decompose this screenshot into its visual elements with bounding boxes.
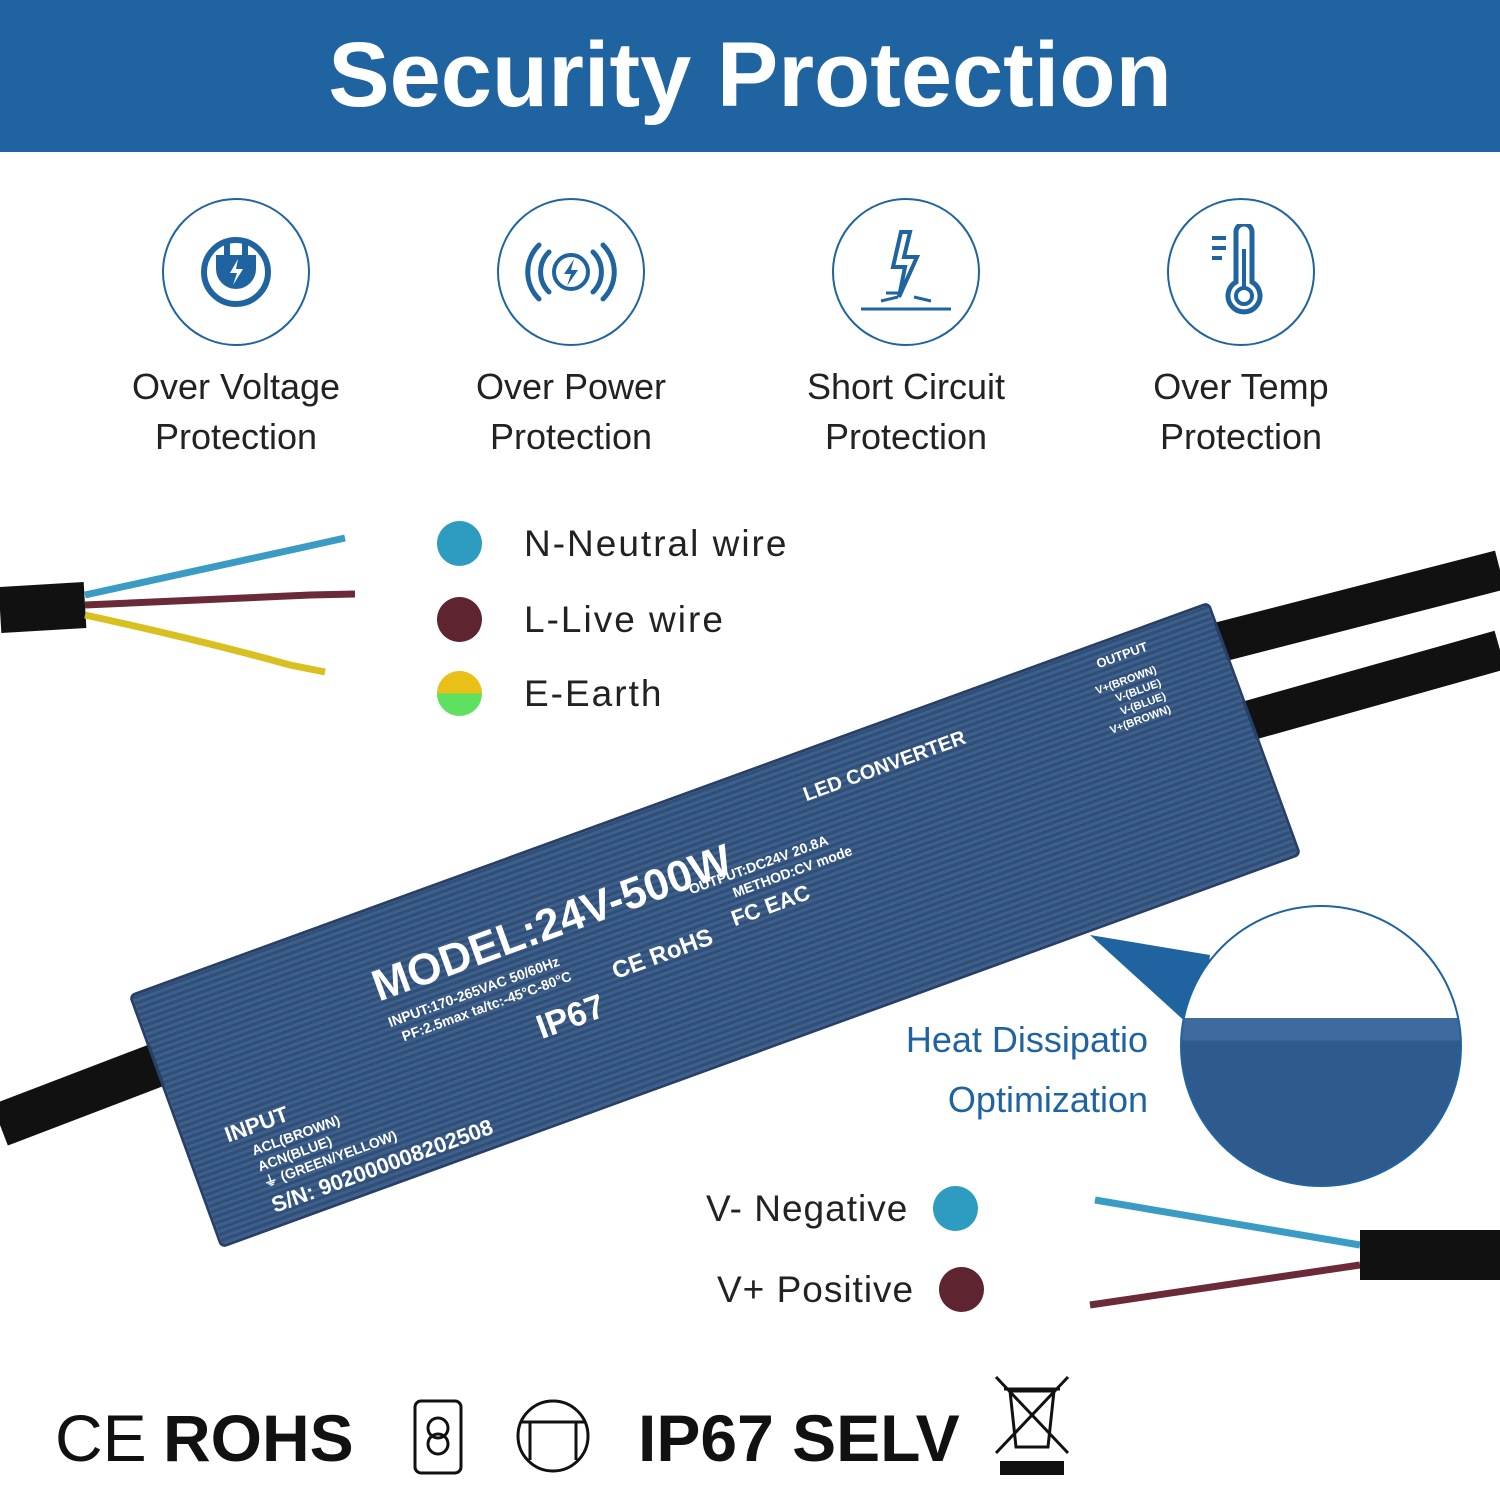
earth-dot bbox=[437, 671, 482, 716]
ip67-selv-mark: IP67 SELV bbox=[638, 1401, 960, 1475]
power-wave-icon bbox=[497, 198, 645, 346]
feature-label: Protection bbox=[489, 416, 653, 457]
feature-label: Over Voltage bbox=[131, 366, 341, 407]
thermometer-icon bbox=[1167, 198, 1315, 346]
negative-dot bbox=[933, 1186, 979, 1231]
feature-label: Protection bbox=[154, 416, 318, 457]
ce-mark: CE bbox=[55, 1401, 147, 1475]
transformer-safety-icon bbox=[413, 1399, 463, 1475]
neutral-dot bbox=[437, 521, 482, 566]
legend-live: L-Live wire bbox=[437, 597, 725, 642]
live-dot bbox=[437, 597, 482, 642]
legend-label: V+ Positive bbox=[717, 1268, 915, 1310]
feature-label: Protection bbox=[1159, 416, 1323, 457]
legend-label: E-Earth bbox=[524, 672, 664, 714]
feature-label: Protection bbox=[824, 416, 988, 457]
legend-earth: E-Earth bbox=[437, 671, 663, 716]
header-banner: Security Protection bbox=[0, 0, 1500, 152]
positive-dot bbox=[939, 1267, 985, 1312]
class-enclosure-icon bbox=[516, 1399, 590, 1473]
legend-neutral: N-Neutral wire bbox=[437, 521, 788, 566]
short-circuit-icon bbox=[832, 198, 980, 346]
input-cable-device bbox=[0, 1039, 178, 1146]
rohs-mark: ROHS bbox=[163, 1401, 354, 1475]
plug-bolt-icon bbox=[162, 198, 310, 346]
ce-rohs-mark: CE RoHS bbox=[608, 923, 717, 985]
callout-pointer bbox=[1090, 935, 1210, 1035]
output-pins: V+(BROWN)V-(BLUE)V-(BLUE)V+(BROWN) bbox=[1094, 664, 1173, 737]
legend-label: V- Negative bbox=[706, 1187, 909, 1229]
weee-bin-icon bbox=[994, 1375, 1070, 1475]
legend-label: N-Neutral wire bbox=[524, 522, 789, 564]
feature-label: Short Circuit bbox=[806, 366, 1006, 407]
page-title: Security Protection bbox=[328, 24, 1172, 126]
input-cable bbox=[0, 582, 87, 633]
ip-label: IP67 bbox=[531, 987, 611, 1047]
legend-positive: V+ Positive bbox=[717, 1267, 985, 1312]
heat-detail-circle bbox=[1180, 905, 1462, 1187]
feature-label: Over Power bbox=[475, 366, 667, 407]
feature-label: Over Temp bbox=[1153, 366, 1329, 407]
legend-label: L-Live wire bbox=[524, 598, 725, 640]
legend-negative: V- Negative bbox=[706, 1186, 979, 1231]
